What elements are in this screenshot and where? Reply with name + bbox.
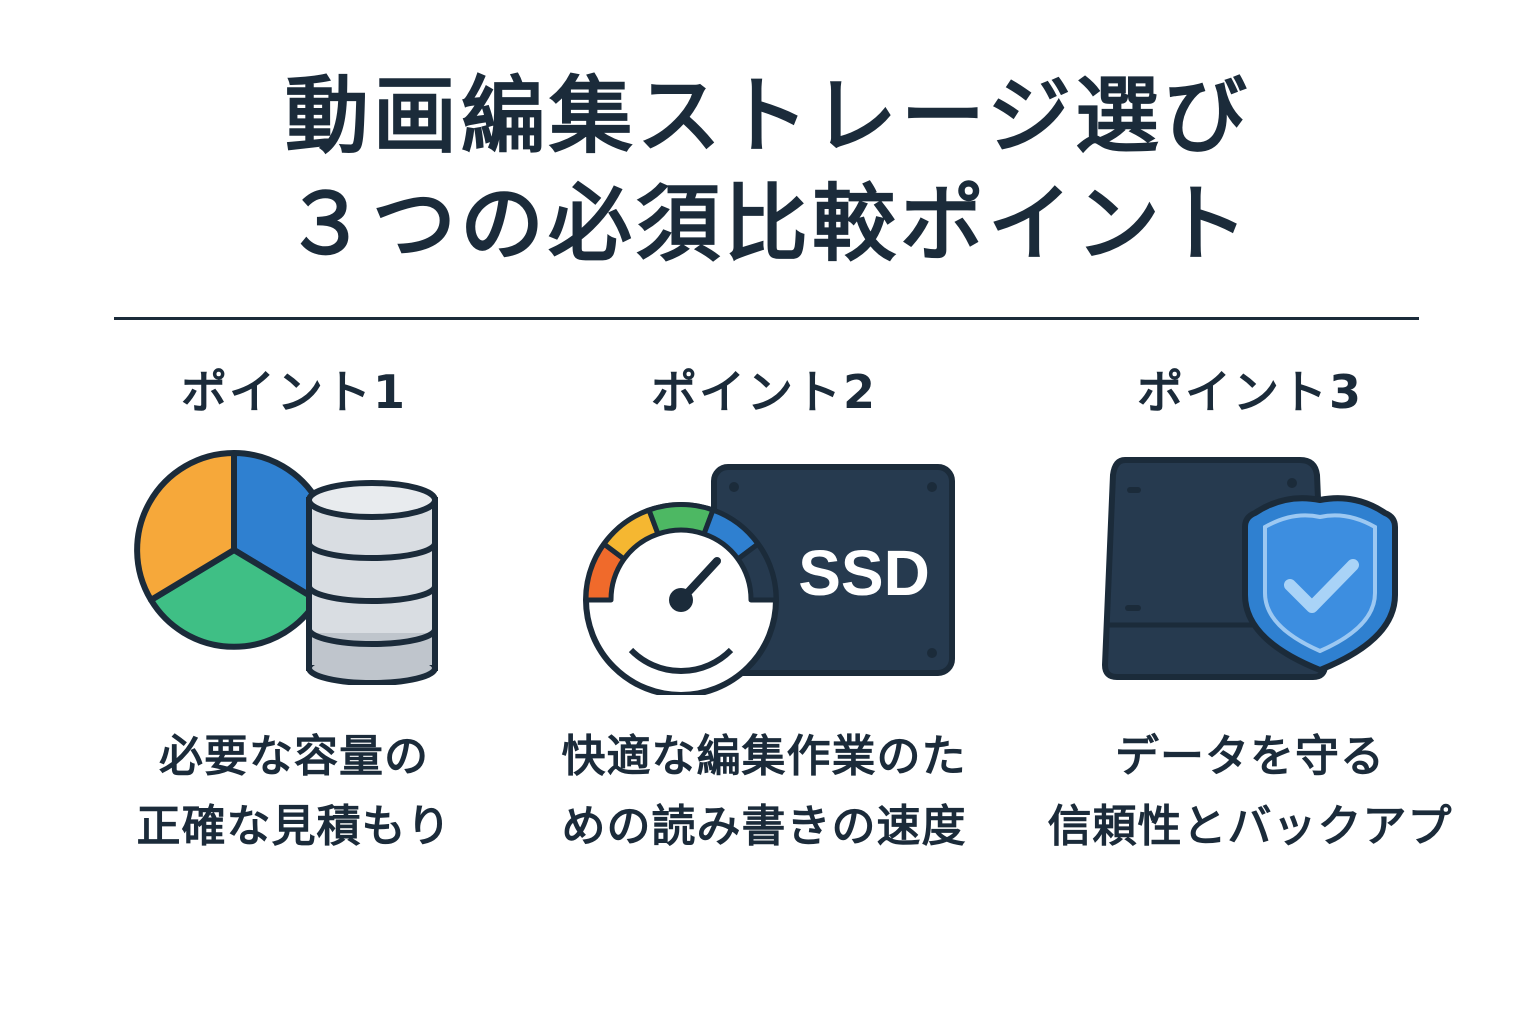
point-1-description: 必要な容量の 正確な見積もり [34,722,554,862]
point-2-label: ポイント2 [650,365,877,419]
point-3-desc-line-2: 信頼性とバックアプ [1047,801,1453,852]
point-1-icon-area [64,445,524,705]
point-3-desc-line-1: データを守る [1115,731,1385,782]
point-1-label: ポイント1 [180,365,407,419]
point-2-icon-area: SSD [534,445,994,705]
point-2-description: 快適な編集作業のた めの読み書きの速度 [504,722,1024,862]
hdd-shield-check-icon [1101,457,1398,680]
divider [114,317,1419,320]
point-1-card: ポイント1 必要な [64,360,524,852]
ssd-text: SSD [798,537,930,609]
point-3-label: ポイント3 [1136,365,1363,419]
point-3-card: ポイント3 データを守る 信頼性とバックアプ [1020,360,1480,852]
point-1-desc-line-1: 必要な容量の [159,731,429,782]
speedometer-ssd-icon: SSD [583,464,955,695]
page-title: 動画編集ストレージ選び ３つの必須比較ポイント [0,62,1536,278]
point-1-desc-line-2: 正確な見積もり [136,801,452,852]
title-line-1: 動画編集ストレージ選び [284,67,1252,165]
point-2-desc-line-1: 快適な編集作業のた [561,731,967,782]
title-line-2: ３つの必須比較ポイント [283,175,1252,273]
point-2-desc-line-2: めの読み書きの速度 [561,801,967,852]
point-2-card: ポイント2 SSD 快適な編集作業のた めの読み書きの速度 [534,360,994,852]
point-3-icon-area [1020,445,1480,705]
point-3-description: データを守る 信頼性とバックアプ [990,722,1510,862]
pie-chart-database-icon [134,450,438,685]
